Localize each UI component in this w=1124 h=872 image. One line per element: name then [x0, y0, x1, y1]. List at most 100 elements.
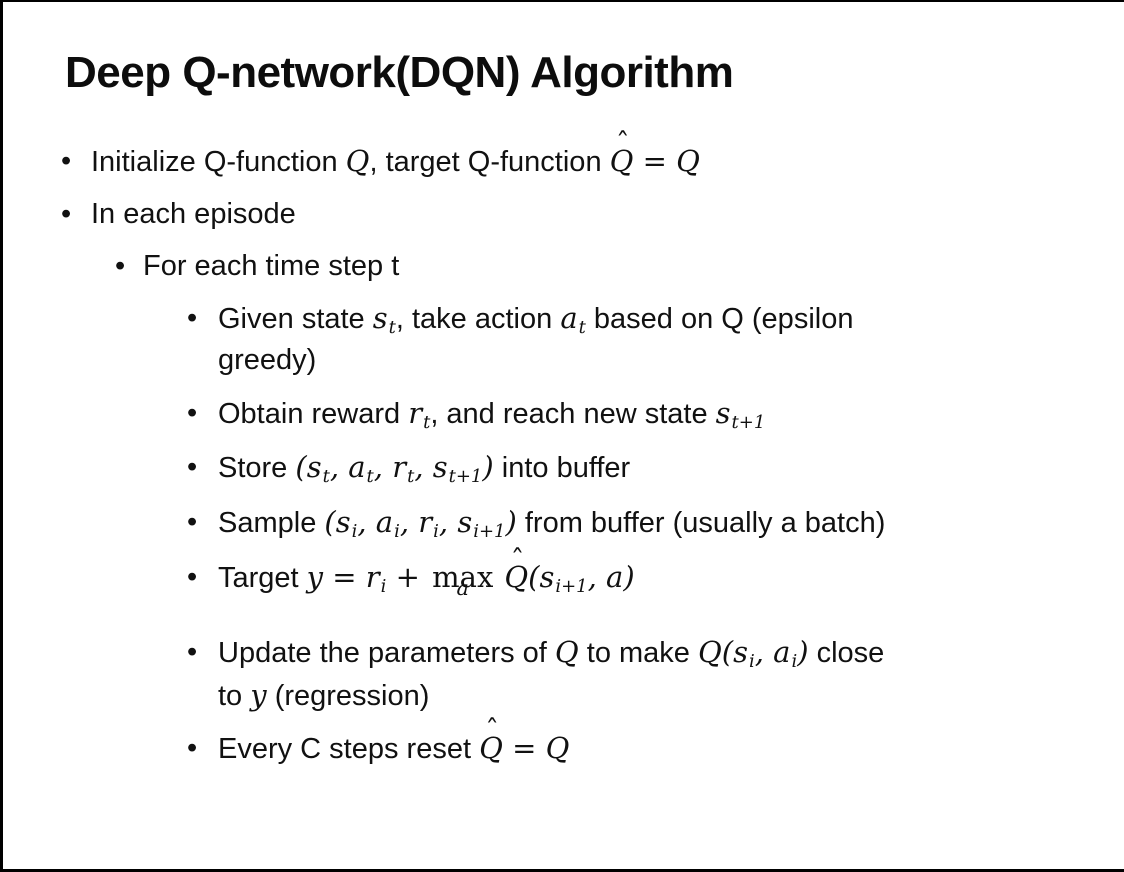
bullet-item: • Obtain reward rt, and reach new state s…: [3, 393, 1124, 436]
bullet-item: •Given state st, take action at based on…: [3, 298, 1124, 381]
text-segment: Q: [554, 634, 579, 669]
text-segment: , r: [399, 505, 433, 540]
text-segment: Given state: [218, 302, 373, 335]
text-segment: from buffer (usually a batch): [516, 507, 886, 540]
text-segment: Obtain reward: [218, 397, 409, 430]
text-segment: i+1: [555, 576, 588, 598]
text-segment: , target Q-function: [369, 145, 610, 178]
text-segment: i: [380, 576, 387, 598]
bullet-item: •Sample (si, ai, ri, si+1) from buffer (…: [3, 502, 1124, 545]
text-segment: Sample: [218, 507, 325, 540]
bullet-item: • Initialize Q-function Q, target Q-funct…: [3, 128, 1124, 182]
text-segment: to make: [578, 636, 698, 669]
text-segment: t: [322, 466, 330, 488]
text-segment: , s: [414, 450, 448, 485]
text-segment: +: [386, 560, 430, 595]
text-segment: For each time step t: [143, 249, 400, 282]
text-segment: ): [797, 634, 809, 669]
text-segment: s: [372, 300, 388, 335]
text-segment: [496, 562, 504, 594]
bullet-text: For each time step t: [143, 246, 399, 286]
bullet-icon: •: [187, 396, 198, 429]
text-segment: based on Q (epsilon: [585, 302, 854, 335]
text-segment: i: [394, 521, 400, 543]
text-segment: Q(s: [697, 634, 748, 669]
text-segment: , a: [329, 450, 366, 485]
text-segment: greedy): [218, 344, 317, 377]
bullet-item: •Store (st, at, rt, st+1) into buffer: [3, 447, 1124, 490]
text-segment: y = r: [306, 560, 380, 595]
text-segment: t: [578, 316, 586, 338]
text-segment: , r: [373, 450, 407, 485]
bullet-item: • In each episode: [3, 194, 1124, 234]
bullet-icon: •: [187, 635, 198, 668]
text-segment: Update the parameters of: [218, 636, 555, 669]
text-segment: i+1: [473, 521, 506, 543]
bullet-item: • For each time step t: [3, 246, 1124, 286]
bullet-list: • Initialize Q-function Q, target Q-funct…: [3, 128, 1124, 769]
text-segment: , a: [754, 634, 791, 669]
text-segment: t+1: [448, 466, 483, 488]
text-segment: , and reach new state: [430, 397, 716, 430]
text-segment: y: [250, 677, 267, 712]
text-segment: (regression): [266, 679, 430, 712]
bullet-item: •Update the parameters of Q to make Q(si…: [3, 632, 1124, 716]
bullet-icon: •: [61, 144, 72, 177]
text-segment: t: [366, 466, 374, 488]
text-segment: Store: [218, 452, 296, 485]
text-segment: , a: [357, 505, 394, 540]
text-segment: (s: [295, 450, 322, 485]
bullet-icon: •: [187, 301, 198, 334]
text-segment: i: [748, 650, 755, 672]
bullet-icon: •: [61, 197, 72, 230]
text-segment: Q: [345, 143, 370, 178]
text-segment: to: [218, 679, 251, 712]
text-segment: t: [407, 466, 415, 488]
bullet-text: In each episode: [91, 194, 296, 234]
text-segment: t: [388, 316, 396, 338]
bullet-text: Initialize Q-function Q, target Q-functi…: [91, 128, 700, 182]
text-segment: Every C steps reset: [218, 732, 480, 765]
text-segment: a: [560, 300, 578, 335]
text-segment: , s: [438, 505, 473, 540]
text-segment: , a): [587, 560, 635, 595]
bullet-icon: •: [187, 731, 198, 764]
text-segment: i: [433, 521, 439, 543]
text-segment: ): [505, 505, 517, 540]
text-segment: into buffer: [493, 452, 631, 485]
bullet-icon: •: [187, 561, 198, 594]
bullet-icon: •: [187, 506, 198, 539]
bullet-icon: •: [115, 249, 126, 282]
text-segment: i: [791, 650, 798, 672]
text-segment: , take action: [395, 302, 561, 335]
text-segment: (s: [324, 505, 351, 540]
text-segment: close: [808, 636, 885, 669]
bullet-text: Obtain reward rt, and reach new state st…: [218, 393, 765, 436]
text-segment: = Q: [502, 730, 570, 765]
text-segment: (s: [528, 560, 555, 595]
text-segment: r: [408, 395, 423, 430]
bullet-icon: •: [187, 451, 198, 484]
text-segment: In each episode: [91, 197, 296, 230]
slide-title: Deep Q-network(DQN) Algorithm: [65, 48, 734, 97]
text-segment: = Q: [633, 143, 700, 178]
text-segment: i: [351, 521, 358, 543]
bullet-text: Update the parameters of Q to make Q(si,…: [218, 632, 884, 716]
text-segment: t+1: [731, 411, 766, 433]
text-segment: ): [482, 450, 494, 485]
bullet-text: Sample (si, ai, ri, si+1) from buffer (u…: [218, 502, 885, 545]
text-segment: s: [715, 395, 731, 430]
text-segment: t: [423, 411, 431, 433]
text-segment: Target: [218, 562, 307, 595]
bullet-text: Given state st, take action at based on …: [218, 298, 853, 381]
bullet-text: Store (st, at, rt, st+1) into buffer: [218, 447, 630, 490]
